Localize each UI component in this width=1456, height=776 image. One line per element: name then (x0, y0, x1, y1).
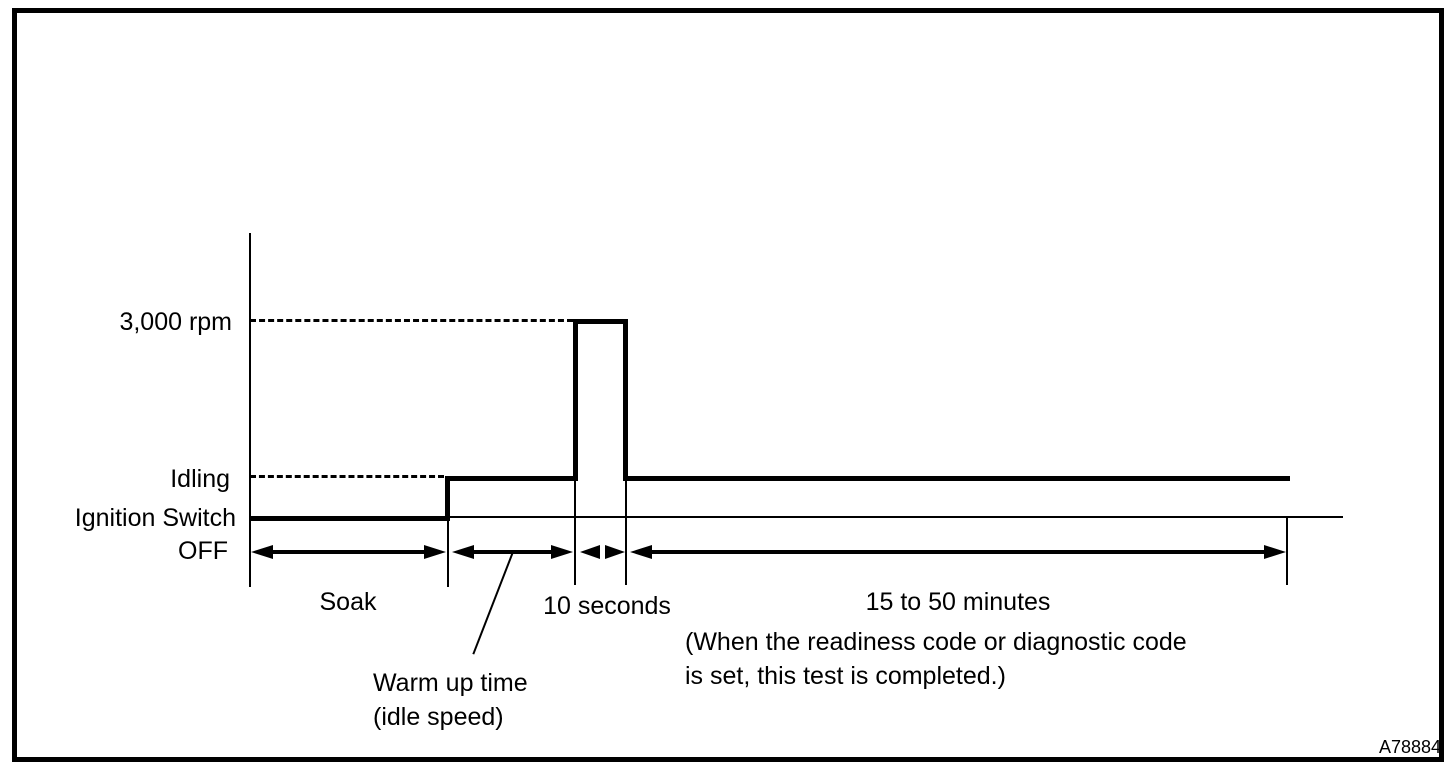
dimension-arrow-duration (630, 545, 1286, 559)
waveform-pulse-right-edge (623, 319, 628, 481)
label-duration-note-line2: is set, this test is completed.) (685, 662, 1006, 690)
waveform-idle-segment-2 (623, 476, 1290, 481)
arrowhead-right-icon (551, 545, 573, 559)
y-axis-line (249, 233, 251, 587)
extension-line-pulse-end (625, 481, 627, 585)
arrowhead-left-icon (630, 545, 652, 559)
label-3000-rpm: 3,000 rpm (119, 308, 232, 336)
arrowhead-left-icon (452, 545, 474, 559)
arrowhead-right-icon (605, 545, 625, 559)
label-warm-up-line2: (idle speed) (373, 703, 504, 731)
arrowhead-left-icon (251, 545, 273, 559)
idling-dashed-line (250, 475, 444, 478)
label-off: OFF (178, 537, 228, 565)
waveform-pulse-top (573, 319, 628, 324)
label-ten-seconds: 10 seconds (543, 592, 671, 620)
ignition-off-baseline (450, 516, 1343, 518)
extension-line-soak-end (447, 521, 449, 587)
label-warm-up-line1: Warm up time (373, 669, 528, 697)
dimension-arrow-ten-seconds (580, 545, 625, 559)
rpm-3000-dashed-line (250, 319, 573, 322)
label-idling: Idling (170, 465, 230, 493)
figure-border (12, 8, 1444, 762)
waveform-idle-segment-1 (445, 476, 578, 481)
extension-line-pulse-start (574, 481, 576, 585)
arrowhead-left-icon (580, 545, 600, 559)
arrowhead-right-icon (1264, 545, 1286, 559)
dimension-line (645, 550, 1271, 554)
waveform-pulse-left-edge (573, 319, 578, 481)
arrowhead-right-icon (424, 545, 446, 559)
waveform-step-up (445, 476, 450, 521)
dimension-arrow-soak (251, 545, 446, 559)
extension-line-test-end (1286, 518, 1288, 585)
label-duration: 15 to 50 minutes (865, 588, 1051, 616)
label-ignition-switch: Ignition Switch (74, 504, 236, 532)
label-soak: Soak (319, 588, 377, 616)
label-duration-note-line1: (When the readiness code or diagnostic c… (685, 628, 1187, 656)
figure-code: A78884 (1378, 737, 1441, 757)
waveform-soak-segment (250, 516, 450, 521)
dimension-line (266, 550, 431, 554)
